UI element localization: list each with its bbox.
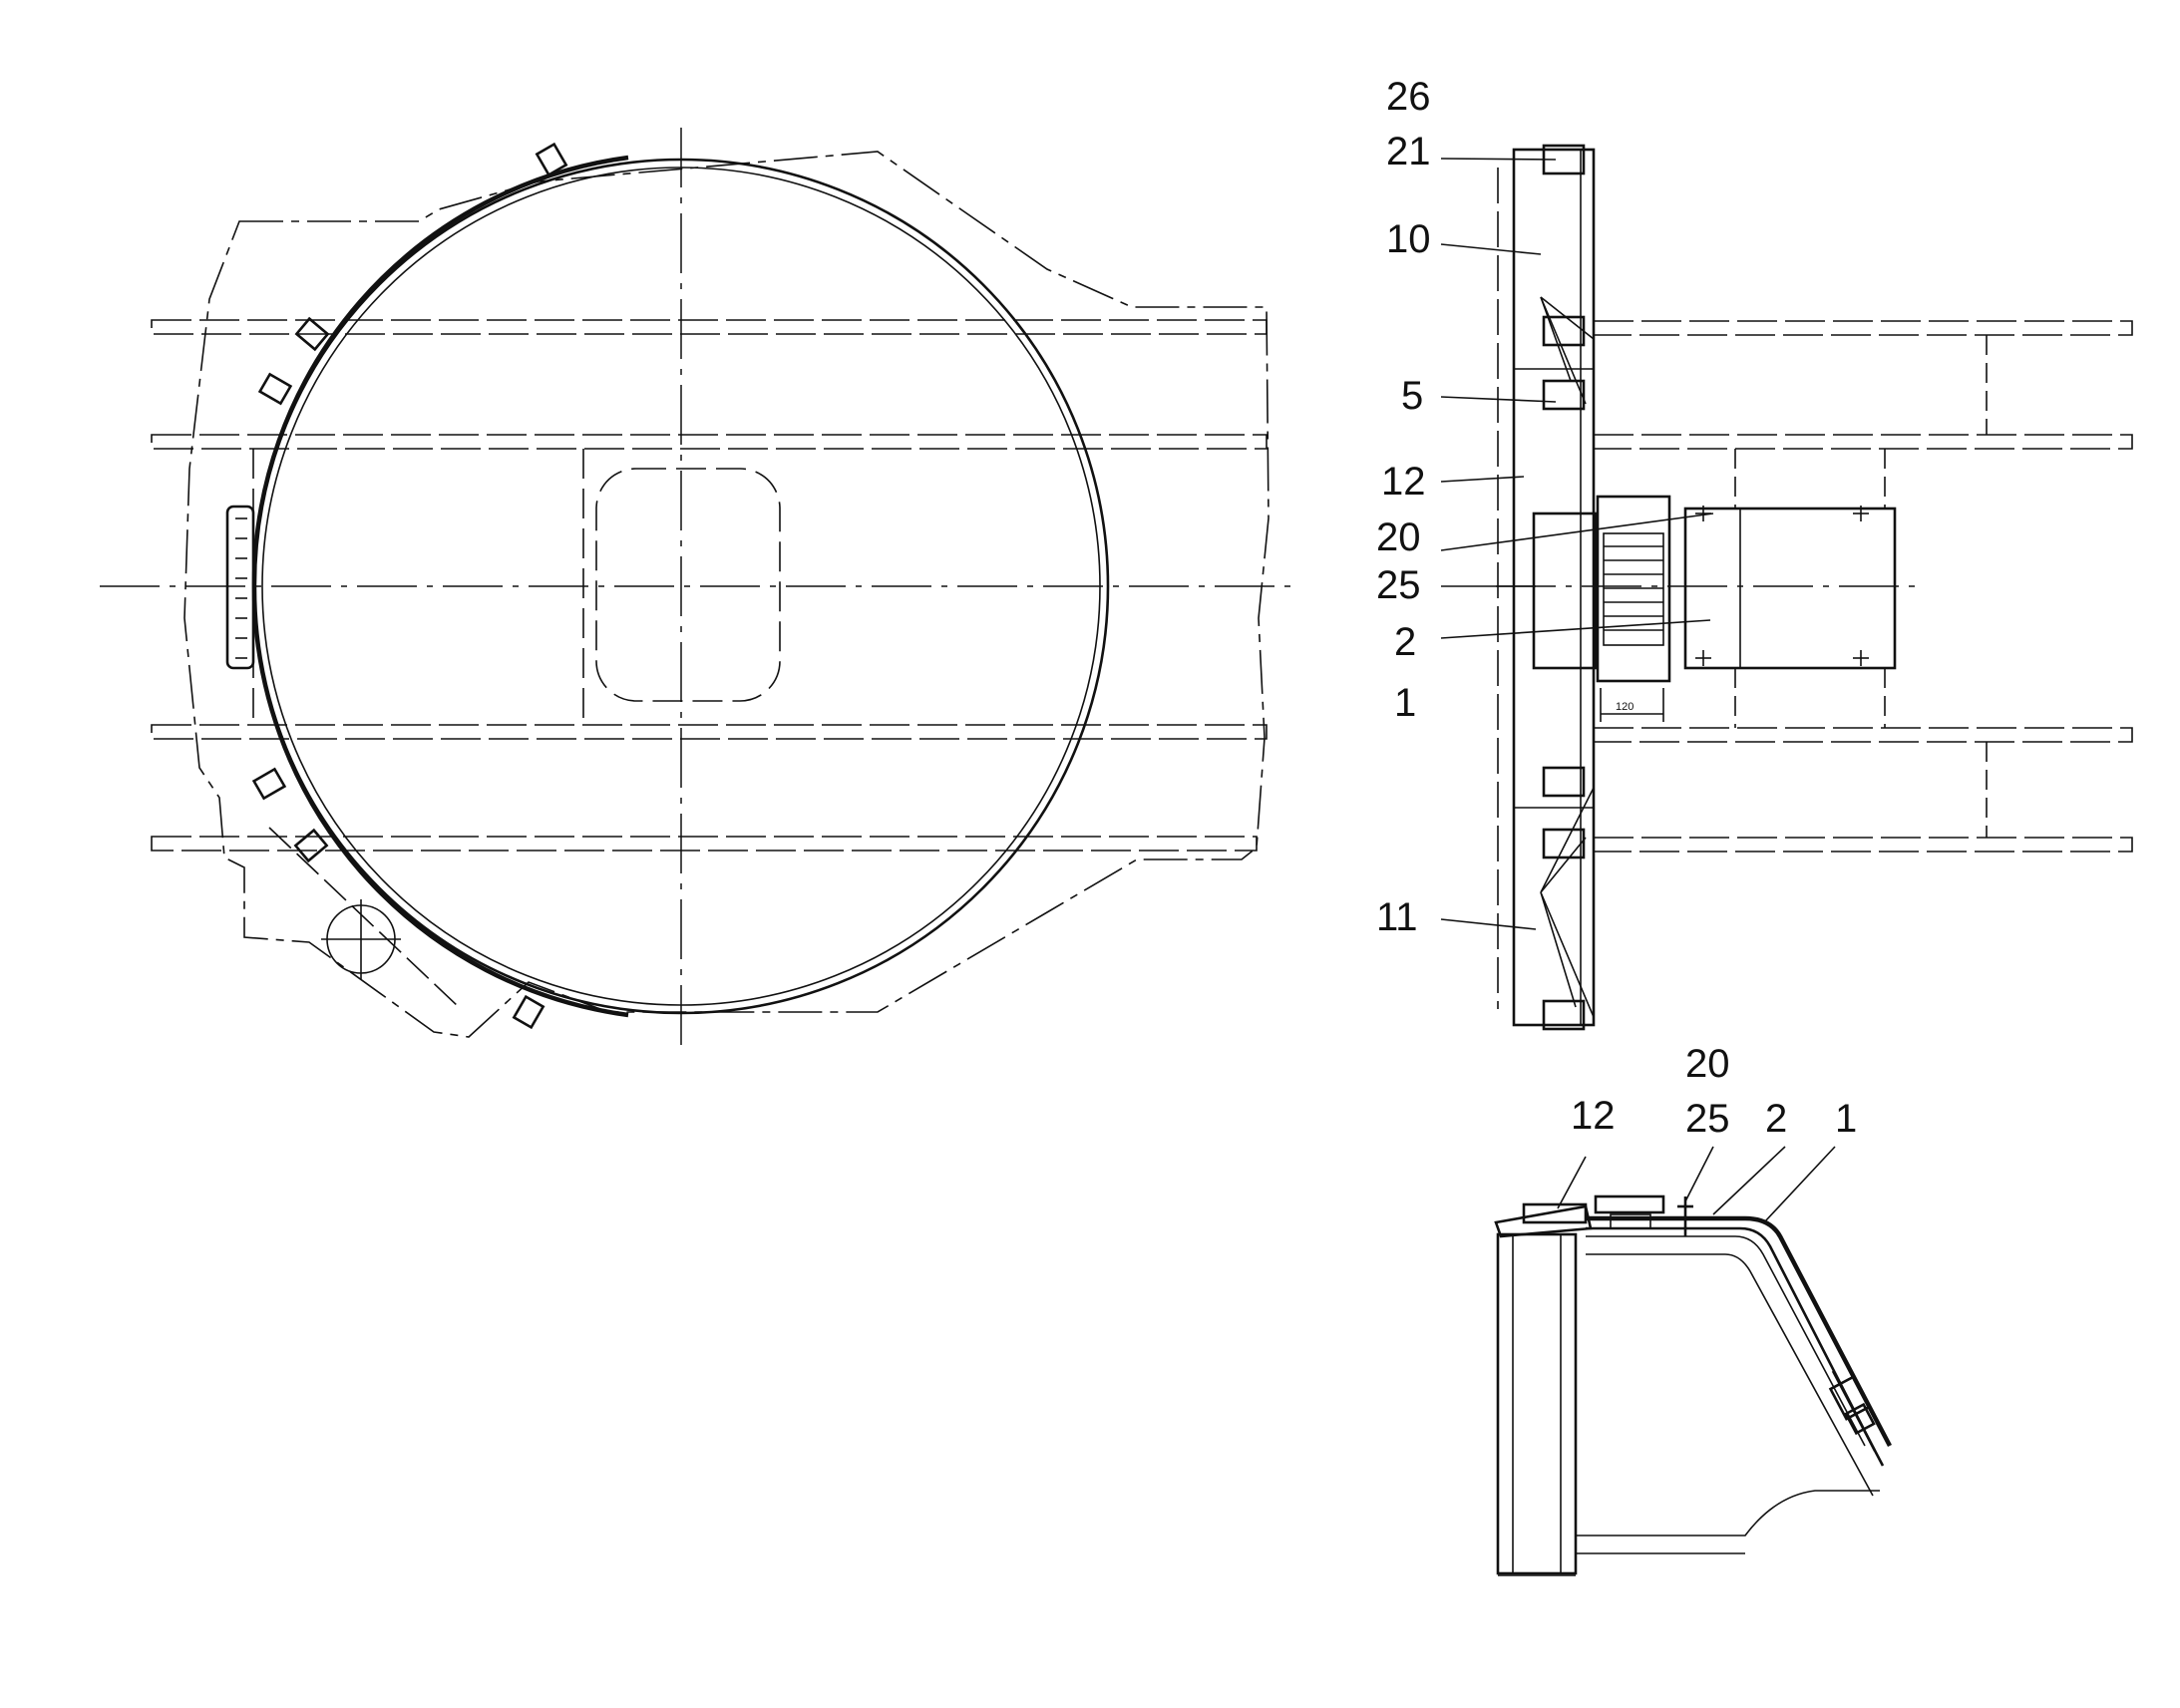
section-label-1: 1	[1835, 1097, 1857, 1141]
label-21: 21	[1386, 130, 1431, 173]
label-1: 1	[1394, 681, 1416, 725]
section-label-25: 25	[1685, 1097, 1730, 1141]
label-5: 5	[1401, 374, 1423, 418]
label-2: 2	[1394, 620, 1416, 664]
side-member	[1512, 148, 1596, 1027]
window-opening	[595, 468, 781, 702]
bolts	[251, 142, 568, 1030]
hinge-plate	[1596, 495, 1671, 683]
section-label-20: 20	[1685, 1042, 1730, 1086]
label-12: 12	[1381, 460, 1426, 504]
side-view: 120 26 21 10 5 12 20 25 2 1 11	[1376, 75, 2133, 1031]
frame-outline	[183, 151, 1270, 1038]
side-rails	[1594, 320, 2133, 853]
bracket-box	[1532, 512, 1598, 670]
section-view: 20 12 25 2 1	[1494, 1042, 1892, 1576]
label-20: 20	[1376, 515, 1421, 559]
side-plate	[225, 505, 255, 670]
motor-body	[1683, 507, 1897, 670]
section-label-2: 2	[1765, 1097, 1787, 1141]
label-11: 11	[1376, 895, 1418, 939]
label-10: 10	[1386, 217, 1431, 261]
label-25: 25	[1376, 563, 1421, 607]
section-leaders	[1557, 1146, 1836, 1222]
dimension-text: 120	[1616, 701, 1634, 713]
side-bolts	[1542, 144, 1586, 1031]
front-view	[100, 128, 1296, 1045]
label-26: 26	[1386, 75, 1431, 119]
rails	[151, 319, 1268, 852]
bent-plate	[1586, 1215, 1892, 1448]
section-label-12: 12	[1571, 1094, 1616, 1138]
side-leaders	[1440, 158, 1714, 930]
